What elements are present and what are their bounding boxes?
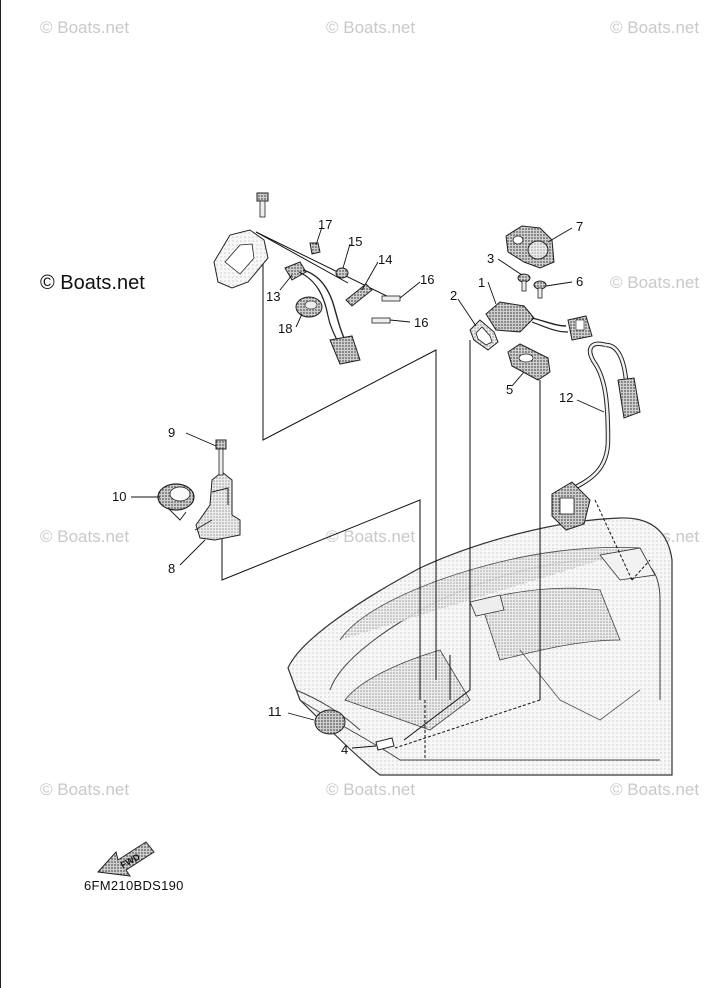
diagram-code: 6FM210BDS190 [84, 878, 184, 893]
label-part-4[interactable] [375, 737, 395, 751]
callout-1: 1 [478, 275, 485, 290]
watermark: © Boats.net [610, 18, 700, 37]
callout-6: 6 [576, 274, 583, 289]
plug-part-11[interactable] [314, 709, 346, 735]
callout-13: 13 [266, 289, 280, 304]
sensor-part-14[interactable] [345, 283, 373, 307]
callout-9: 9 [168, 425, 175, 440]
callout-12: 12 [559, 390, 573, 405]
pins-part-16[interactable] [371, 295, 401, 324]
fwd-arrow-icon: FWD [96, 841, 155, 877]
bracket-part-8[interactable] [194, 471, 241, 541]
callout-18: 18 [278, 321, 292, 336]
callout-leaders [131, 226, 605, 749]
gasket-part-2[interactable] [469, 319, 499, 351]
watermark: © Boats.net [326, 527, 416, 546]
harness-part-12[interactable] [551, 341, 641, 531]
callout-7: 7 [576, 219, 583, 234]
nut-part-17[interactable] [309, 242, 321, 255]
watermark: © Boats.net [40, 527, 130, 546]
watermark: © Boats.net [40, 780, 130, 799]
callout-16a: 16 [420, 272, 434, 287]
callout-11: 11 [268, 704, 282, 719]
callout-3: 3 [487, 251, 494, 266]
watermark: © Boats.net [326, 780, 416, 799]
lower-cowling [287, 517, 673, 776]
watermark: © Boats.net [40, 18, 130, 37]
switch-part-13[interactable] [284, 261, 361, 365]
screw-part-6[interactable] [533, 280, 547, 299]
watermark: © Boats.net [610, 273, 700, 292]
screw-part-3[interactable] [517, 273, 531, 292]
page-left-border [0, 0, 1, 988]
bolt-part-9[interactable] [215, 439, 227, 476]
clamp-part-10[interactable] [157, 483, 195, 521]
callout-4: 4 [341, 742, 348, 757]
grommet-part-18[interactable] [295, 296, 323, 318]
callout-14: 14 [378, 252, 392, 267]
callout-17: 17 [318, 217, 332, 232]
callout-8: 8 [168, 561, 175, 576]
callout-10: 10 [112, 489, 126, 504]
cover-part-7[interactable] [505, 225, 555, 269]
watermark: © Boats.net [610, 780, 700, 799]
bolt-top[interactable] [256, 192, 269, 218]
callout-2: 2 [450, 288, 457, 303]
callout-15: 15 [348, 234, 362, 249]
callout-5: 5 [506, 382, 513, 397]
watermark: © Boats.net [326, 18, 416, 37]
leader-lines [221, 231, 651, 760]
watermark-main: © Boats.net [40, 272, 145, 294]
sensor-part-1[interactable] [485, 301, 593, 341]
bracket-upper-left[interactable] [213, 229, 269, 289]
washer-part-15[interactable] [335, 267, 349, 279]
holder-part-5[interactable] [507, 343, 551, 381]
callout-numbers: 1 2 3 4 5 6 7 8 9 10 11 12 13 14 15 16 1… [112, 217, 583, 757]
callout-16b: 16 [414, 315, 428, 330]
